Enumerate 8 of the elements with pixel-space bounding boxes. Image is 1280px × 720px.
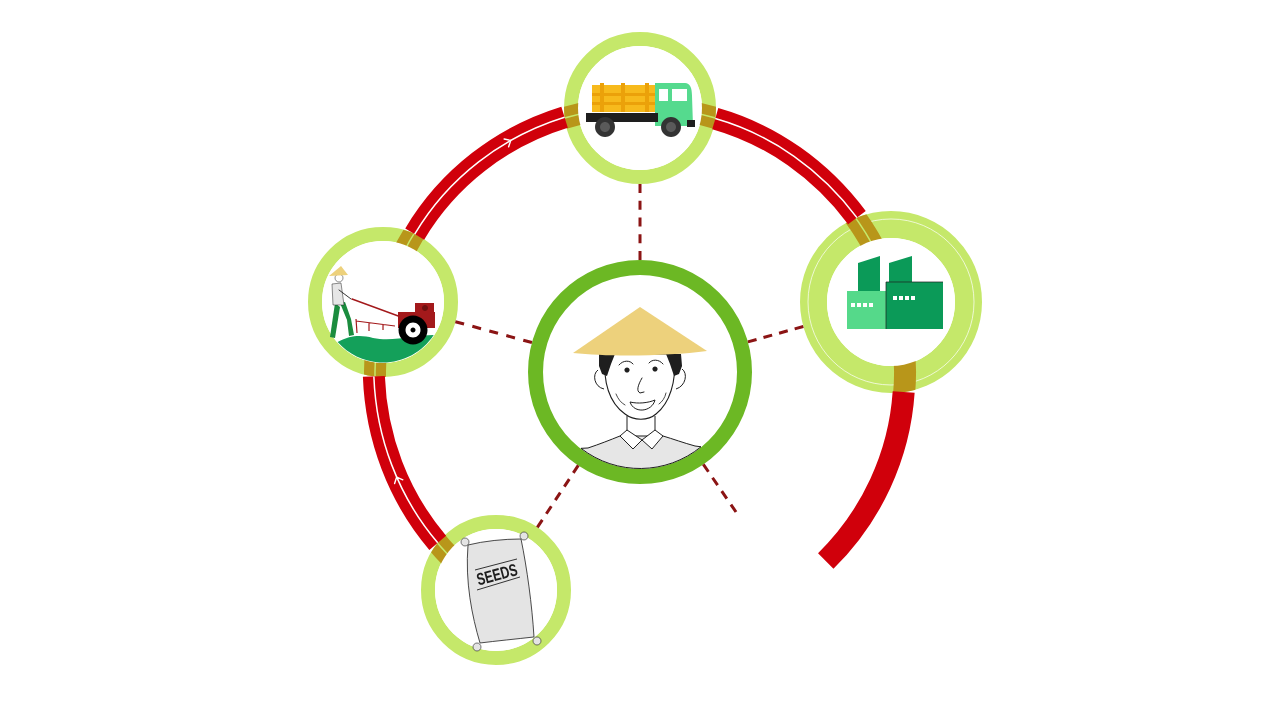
curved-line [712, 108, 866, 225]
bag-label: SEEDS [476, 564, 518, 585]
dashed-line [702, 463, 738, 513]
dashed-line [454, 320, 533, 344]
dashed-line [536, 464, 580, 529]
dashed-line [747, 325, 804, 344]
dashed-line [638, 184, 642, 260]
curved-line [817, 391, 915, 569]
